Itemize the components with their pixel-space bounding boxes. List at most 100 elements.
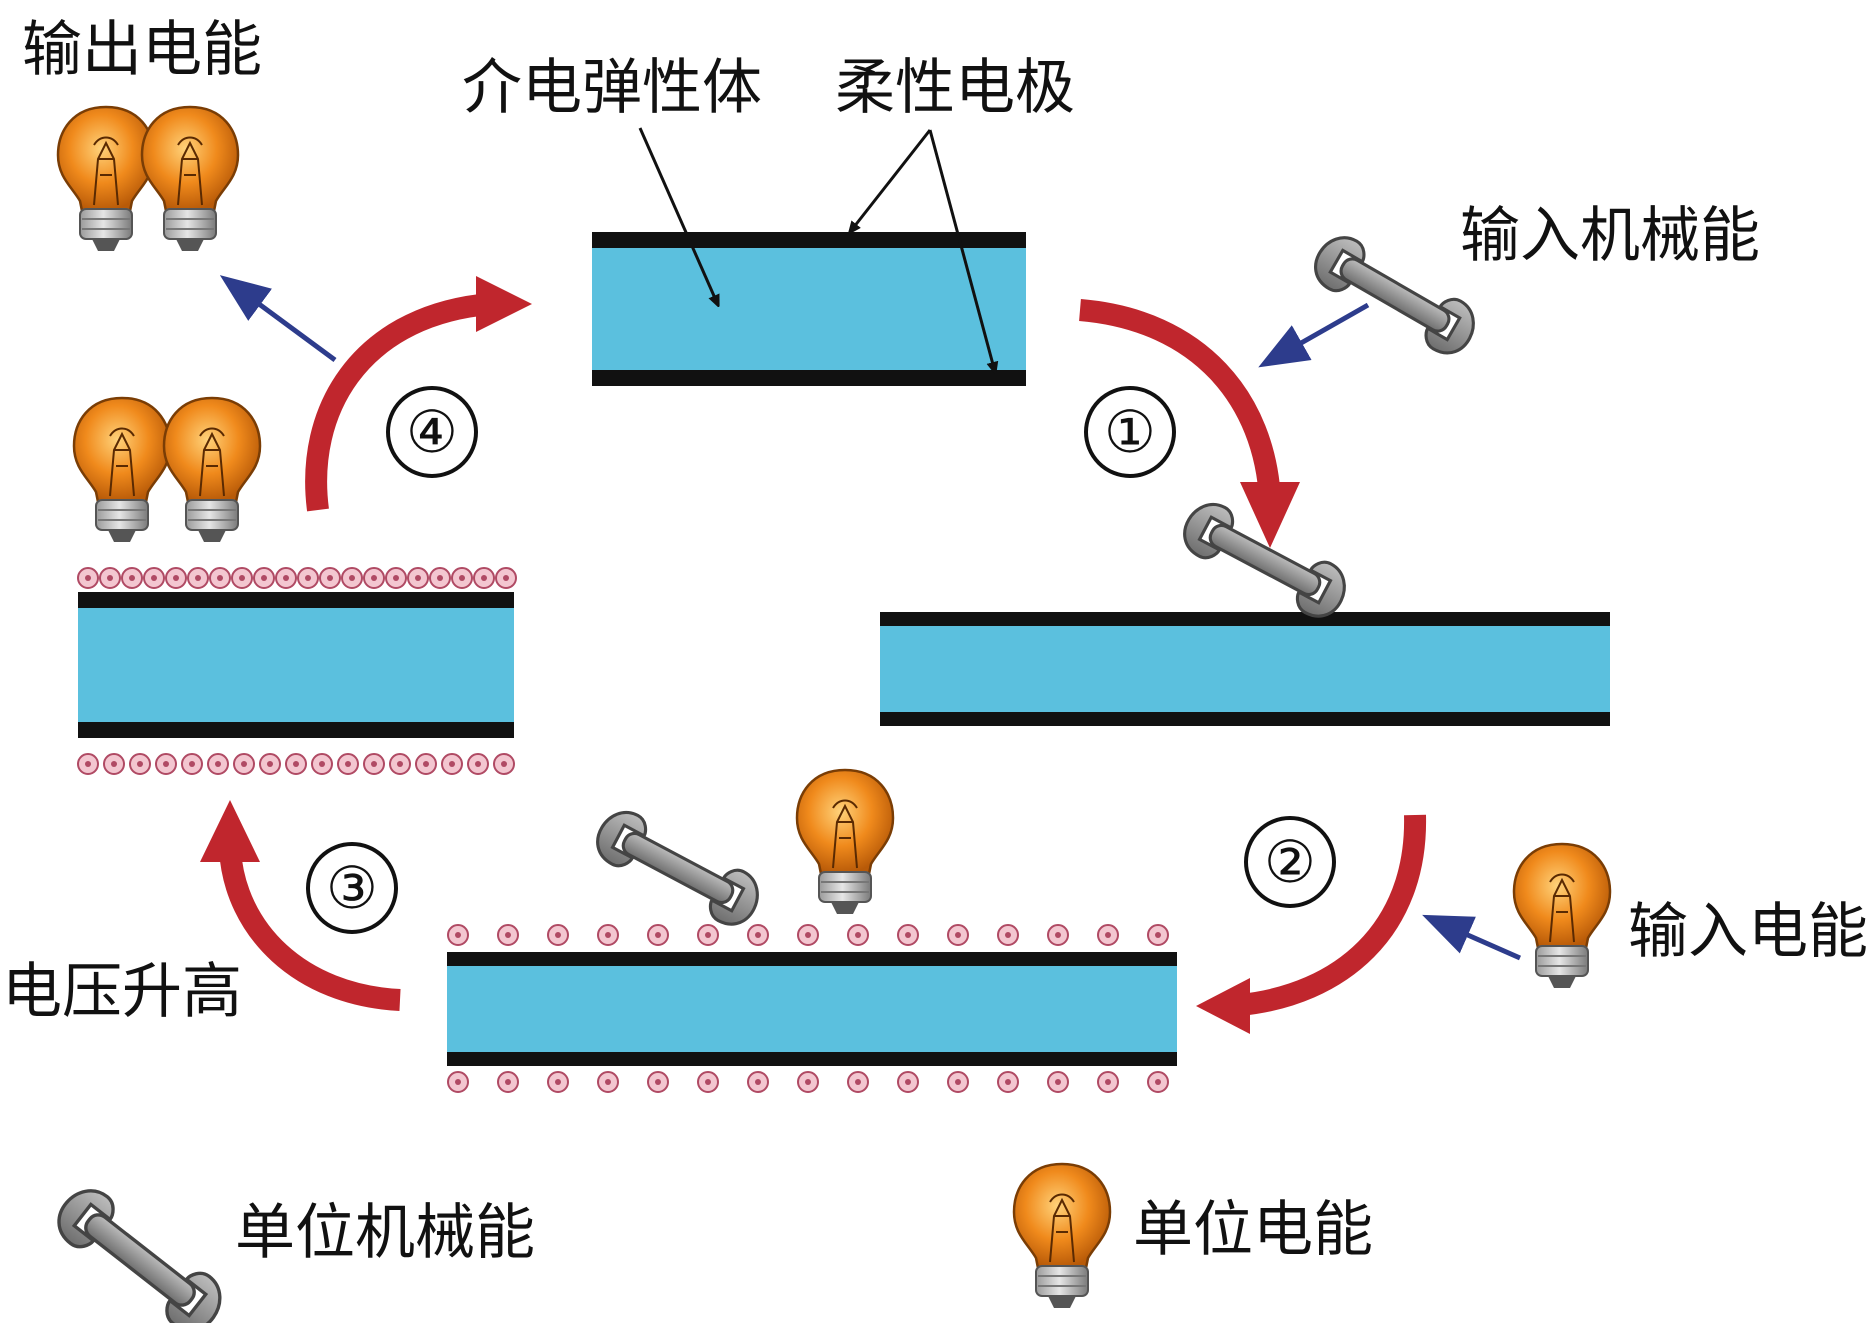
charge-bead	[1047, 1071, 1069, 1093]
wrench-icon	[1304, 226, 1486, 364]
charge-bead	[259, 753, 281, 775]
cycle-arrow-step2	[1196, 814, 1427, 1034]
input-elec-arrow	[1422, 914, 1522, 961]
charge-bead	[847, 924, 869, 946]
charge-bead	[165, 567, 187, 589]
charge-bead	[415, 753, 437, 775]
charge-bead	[363, 567, 385, 589]
charge-bead	[747, 924, 769, 946]
charge-bead	[1097, 1071, 1119, 1093]
charge-bead	[473, 567, 495, 589]
input-mech-label: 输入机械能	[1460, 201, 1760, 271]
charge-bead	[363, 753, 385, 775]
charge-bead	[441, 753, 463, 775]
cycle-arrow-step3	[200, 800, 401, 1011]
charge-bead	[297, 567, 319, 589]
charge-bead	[121, 567, 143, 589]
sheet-relaxed	[78, 592, 514, 738]
charge-bead	[597, 1071, 619, 1093]
charge-bead	[341, 567, 363, 589]
charge-bead	[947, 1071, 969, 1093]
output-energy-arrow	[219, 275, 337, 363]
wrench-icon	[587, 801, 769, 935]
step-3-label: ③	[326, 854, 378, 922]
charge-bead	[319, 567, 341, 589]
light-bulb-icon	[162, 396, 262, 544]
charge-bead	[467, 753, 489, 775]
charge-bead	[275, 567, 297, 589]
light-bulb-icon	[1012, 1162, 1112, 1310]
step-1-marker: ①	[1084, 386, 1176, 478]
charge-bead	[897, 924, 919, 946]
charge-bead	[847, 1071, 869, 1093]
charge-bead	[187, 567, 209, 589]
charge-bead	[385, 567, 407, 589]
light-bulb-icon	[1512, 842, 1612, 990]
step-1-label: ①	[1104, 398, 1156, 466]
elastomer-pointer	[638, 127, 718, 305]
wrench-icon	[46, 1177, 234, 1323]
light-bulb-icon	[795, 768, 895, 916]
charge-bead	[747, 1071, 769, 1093]
charge-bead	[451, 567, 473, 589]
charge-bead	[447, 924, 469, 946]
charge-bead	[497, 1071, 519, 1093]
step-3-marker: ③	[306, 842, 398, 934]
charge-bead	[143, 567, 165, 589]
cycle-arrow-step1	[1079, 299, 1300, 548]
charge-bead	[997, 1071, 1019, 1093]
charge-row-bottom	[77, 753, 515, 775]
charge-bead	[233, 753, 255, 775]
charge-row-bottom	[447, 1071, 1169, 1093]
charge-bead	[285, 753, 307, 775]
charge-bead	[447, 1071, 469, 1093]
charge-bead	[99, 567, 121, 589]
charge-bead	[77, 753, 99, 775]
charge-bead	[1147, 924, 1169, 946]
charge-bead	[407, 567, 429, 589]
input-mech-arrow	[1258, 302, 1370, 368]
charge-bead	[129, 753, 151, 775]
charge-bead	[997, 924, 1019, 946]
charge-bead	[103, 753, 125, 775]
charge-bead	[337, 753, 359, 775]
charge-bead	[389, 753, 411, 775]
electrode-pointer-top	[850, 129, 932, 232]
charge-row-top	[77, 567, 517, 589]
charge-bead	[547, 924, 569, 946]
sheet-initial	[592, 232, 1026, 386]
cycle-arrow-step4	[305, 276, 532, 512]
unit-mech-label: 单位机械能	[235, 1198, 535, 1268]
charge-bead	[429, 567, 451, 589]
step-2-label: ②	[1264, 828, 1316, 896]
output-energy-label: 输出电能	[22, 15, 262, 85]
charge-bead	[597, 924, 619, 946]
charge-bead	[1097, 924, 1119, 946]
step-2-marker: ②	[1244, 816, 1336, 908]
charge-bead	[797, 924, 819, 946]
charge-bead	[155, 753, 177, 775]
charge-bead	[697, 924, 719, 946]
step-4-marker: ④	[386, 386, 478, 478]
charge-bead	[253, 567, 275, 589]
charge-bead	[547, 1071, 569, 1093]
charge-bead	[181, 753, 203, 775]
charge-bead	[1047, 924, 1069, 946]
charge-bead	[697, 1071, 719, 1093]
electrode-label: 柔性电极	[835, 53, 1075, 123]
light-bulb-icon	[56, 105, 156, 253]
charge-row-top	[447, 924, 1169, 946]
charge-bead	[647, 1071, 669, 1093]
input-elec-label: 输入电能	[1628, 897, 1868, 967]
light-bulb-icon	[140, 105, 240, 253]
light-bulb-icon	[72, 396, 172, 544]
charge-bead	[77, 567, 99, 589]
sheet-stretched	[880, 612, 1610, 726]
step-4-label: ④	[406, 398, 458, 466]
charge-bead	[495, 567, 517, 589]
sheet-charged	[447, 952, 1177, 1066]
charge-bead	[1147, 1071, 1169, 1093]
charge-bead	[207, 753, 229, 775]
voltage-rise-label: 电压升高	[2, 957, 242, 1027]
